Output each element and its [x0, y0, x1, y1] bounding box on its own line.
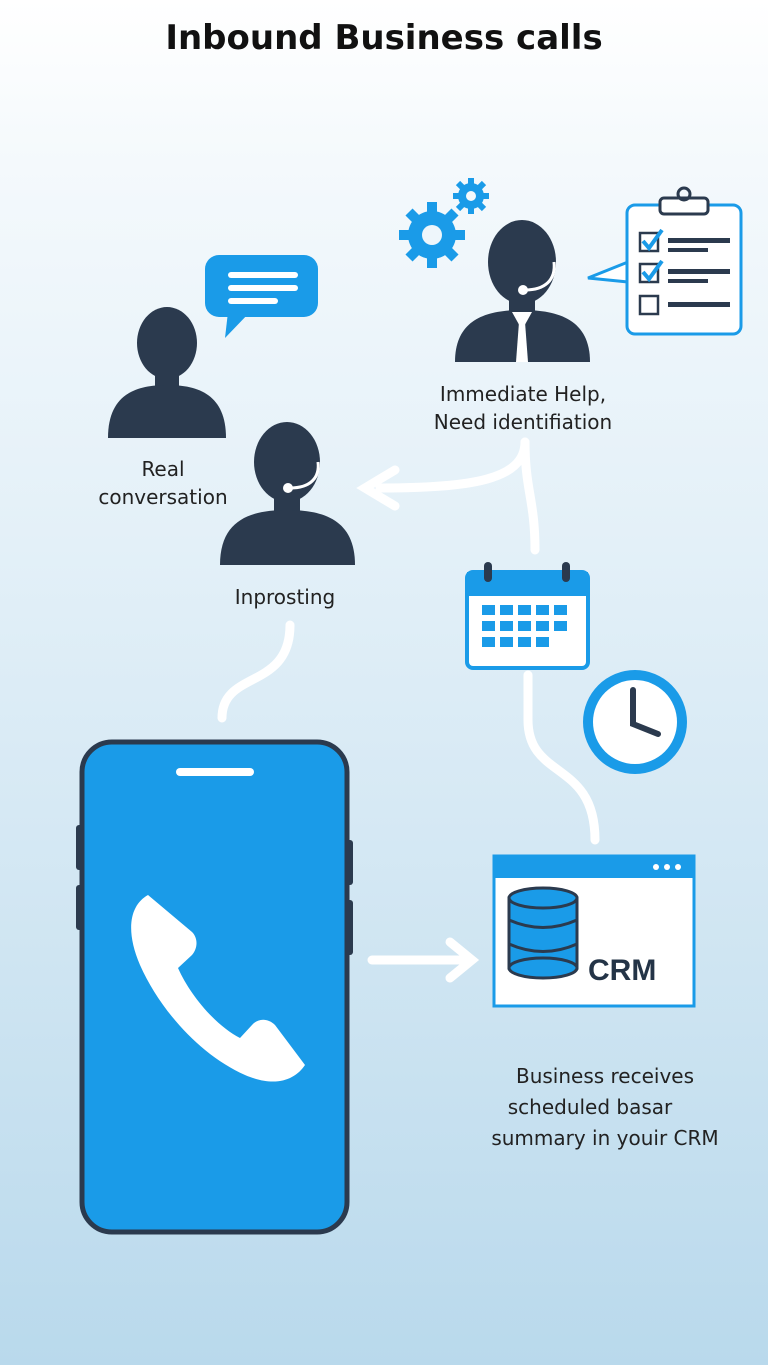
crm-window-icon: CRM [492, 854, 696, 1008]
label-line: Immediate Help, [439, 382, 607, 406]
label-line: Need identifiation [433, 410, 613, 434]
person-icon [108, 307, 226, 438]
support-agent-icon [455, 220, 590, 362]
label-line: conversation [98, 485, 228, 509]
checklist-clipboard-icon [587, 186, 743, 336]
connector-phone-to-inprosting [217, 620, 295, 723]
crm-label: CRM [588, 954, 656, 987]
arrow-head-left [356, 465, 400, 511]
label-business-receives: Business receives scheduled basar summar… [470, 1061, 740, 1154]
phone-handset-icon [131, 895, 305, 1082]
connector-lines [217, 437, 600, 983]
connector-help-to-calendar [520, 437, 540, 555]
label-line: scheduled basar [507, 1095, 673, 1119]
headset-person-icon [220, 422, 355, 565]
connector-calendar-to-crm [523, 670, 600, 845]
database-icon [507, 886, 579, 980]
page-title: Inbound Business calls [165, 18, 603, 58]
arrow-head-right [445, 937, 480, 983]
calendar-icon [465, 562, 590, 670]
label-inprosting: Inprosting [234, 585, 336, 609]
label-immediate-help: Immediate Help, Need identifiation [418, 380, 628, 436]
clock-icon [583, 670, 687, 774]
label-line: summary in youir CRM [491, 1126, 719, 1150]
chat-bubble-icon [205, 255, 318, 338]
smartphone-icon [76, 739, 353, 1235]
label-real-conversation: Real conversation [88, 455, 238, 511]
connector-help-to-inprosting [375, 437, 530, 493]
label-line: Business receives [515, 1064, 695, 1088]
gears-icon [399, 178, 489, 268]
label-line: Real [141, 457, 185, 481]
